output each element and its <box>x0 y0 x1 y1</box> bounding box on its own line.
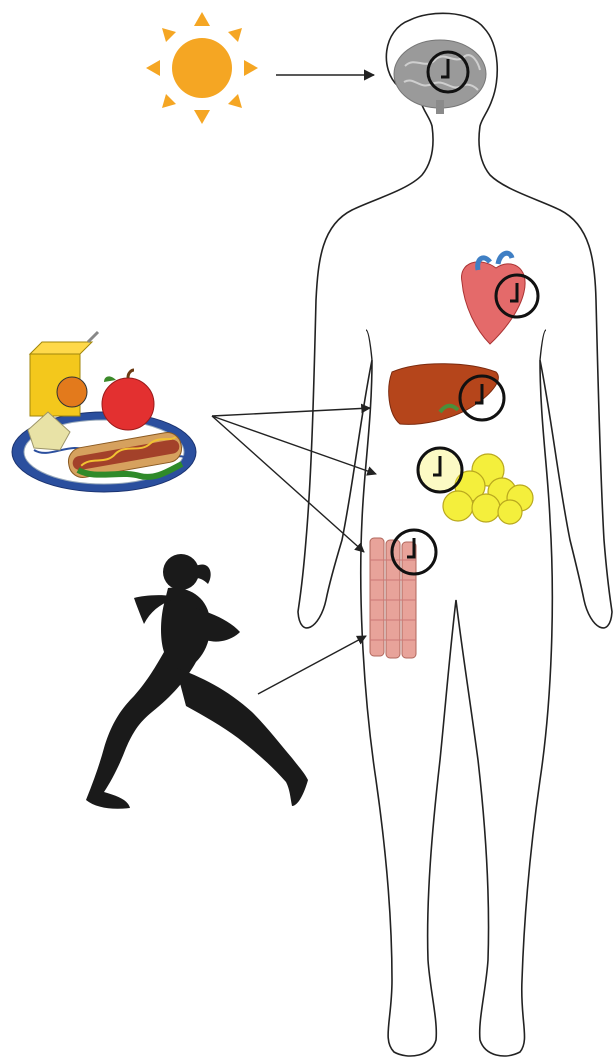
right-arm-inner-line <box>540 330 546 360</box>
food-plate-icon <box>12 332 196 492</box>
arrow-food-to-fat <box>212 416 376 474</box>
sun-icon <box>146 12 258 124</box>
arrow-food-to-liver <box>212 408 370 416</box>
fat-clock-icon <box>418 448 462 492</box>
runner-icon <box>86 554 308 809</box>
brain-icon <box>394 40 486 114</box>
left-arm-inner-line <box>366 330 372 360</box>
arrow-food-to-muscle <box>212 416 364 552</box>
arrow-exercise-to-muscle <box>258 636 366 694</box>
